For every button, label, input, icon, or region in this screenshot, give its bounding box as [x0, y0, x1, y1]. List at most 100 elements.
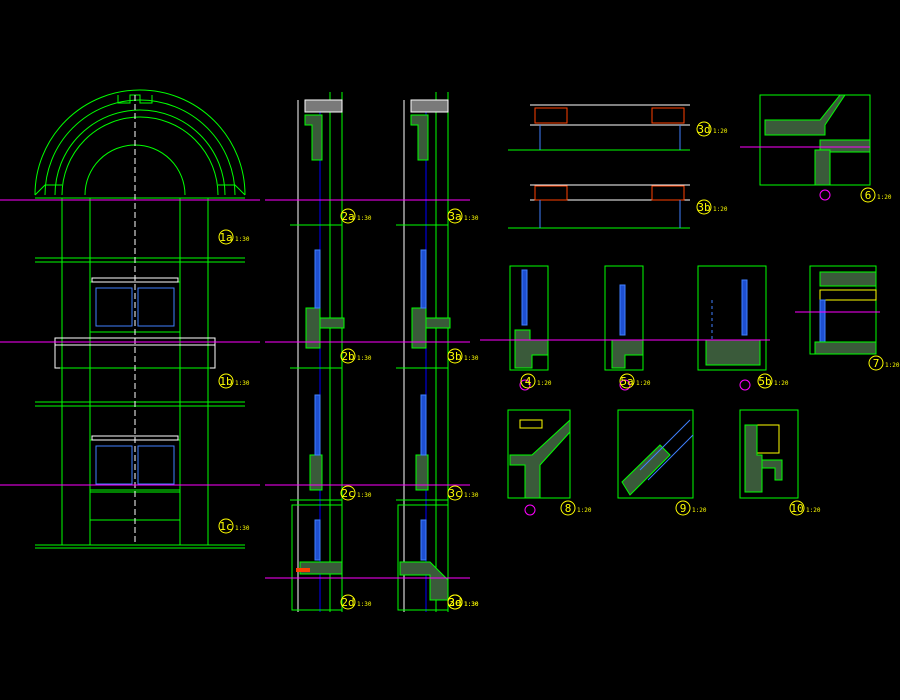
detail-scale: 1:20 — [713, 128, 728, 135]
detail-number: 2e — [448, 596, 461, 609]
detail-number: 8 — [565, 502, 572, 515]
detail-number: 3c — [448, 487, 461, 500]
detail-scale: 1:30 — [464, 601, 479, 608]
detail-number: 3b — [448, 350, 461, 363]
detail-label-circle — [340, 348, 356, 364]
detail-label-circle — [860, 187, 876, 203]
detail-label-circle — [340, 208, 356, 224]
detail-label-circle — [560, 500, 576, 516]
detail-scale: 1:30 — [357, 601, 372, 608]
detail-scale: 1:30 — [464, 215, 479, 222]
detail-label: 4 1:20 — [520, 373, 552, 389]
detail-scale: 1:20 — [877, 194, 892, 201]
detail-label-circle — [757, 373, 773, 389]
detail-number: 6 — [865, 189, 872, 202]
detail-number: 4 — [525, 375, 532, 388]
arch-ring-outer — [34, 89, 246, 196]
detail-label-circle — [447, 348, 463, 364]
facade-elevation — [34, 89, 246, 549]
detail-number: 3b — [697, 201, 710, 214]
detail-label-circle — [868, 355, 884, 371]
detail-number: 1b — [219, 375, 232, 388]
detail-label-circle — [675, 500, 691, 516]
arch-ring-3 — [54, 109, 226, 196]
arch-base-right — [218, 184, 246, 196]
detail-scale: 1:30 — [357, 215, 372, 222]
detail-label-circle — [218, 373, 234, 389]
detail-scale: 1:20 — [537, 380, 552, 387]
detail-number: 1a — [219, 231, 232, 244]
detail-label-circle — [447, 594, 463, 610]
detail-number: 3d — [448, 596, 461, 609]
detail-number: 2a — [341, 210, 354, 223]
detail-label-circle — [619, 373, 635, 389]
window-upper-pane-right — [137, 287, 175, 327]
detail-label: 9 1:20 — [675, 500, 707, 516]
detail-number: 3d — [697, 123, 710, 136]
detail-label-circle — [218, 518, 234, 534]
wall-sections — [290, 92, 451, 612]
detail-number: 2d — [341, 596, 354, 609]
details-8-9-10 — [507, 409, 799, 516]
detail-scale: 1:20 — [577, 507, 592, 514]
detail-scale: 1:20 — [692, 507, 707, 514]
window-lower-pane-left — [95, 445, 133, 485]
window-upper-pane-left — [95, 287, 133, 327]
detail-number: 2b — [341, 350, 354, 363]
detail-scale: 1:20 — [636, 380, 651, 387]
detail-scale: 1:30 — [357, 355, 372, 362]
detail-scale: 1:30 — [464, 601, 479, 608]
detail-scale: 1:30 — [464, 355, 479, 362]
detail-label-circle — [447, 208, 463, 224]
detail-label: 8 1:20 — [560, 500, 592, 516]
detail-6 — [740, 94, 871, 201]
detail-number: 5b — [758, 375, 771, 388]
plan-strips — [508, 104, 690, 229]
detail-label-circle — [218, 229, 234, 245]
window-lower-pane-right — [137, 445, 175, 485]
detail-label-circle — [520, 373, 536, 389]
detail-scale: 1:30 — [235, 525, 250, 532]
detail-label-circle — [340, 485, 356, 501]
detail-scale: 1:30 — [235, 236, 250, 243]
detail-number: 10 — [790, 502, 803, 515]
detail-label-circle — [696, 199, 712, 215]
detail-number: 1c — [219, 520, 232, 533]
arch-ring-4 — [61, 116, 219, 196]
arch-base-left — [34, 184, 62, 196]
detail-scale: 1:20 — [774, 380, 789, 387]
detail-scale: 1:20 — [885, 362, 900, 369]
wall-section-cutlines — [265, 199, 470, 579]
detail-scale: 1:30 — [357, 492, 372, 499]
detail-number: 5a — [620, 375, 633, 388]
facade-cutlines — [0, 199, 260, 486]
detail-label: 6 1:20 — [860, 187, 892, 203]
detail-scale: 1:30 — [235, 380, 250, 387]
detail-scale: 1:20 — [713, 206, 728, 213]
detail-number: 3a — [448, 210, 461, 223]
details-row-cutlines — [480, 311, 880, 341]
detail-label-circle — [696, 121, 712, 137]
detail-scale: 1:20 — [806, 507, 821, 514]
detail-number: 7 — [873, 357, 880, 370]
detail-label: 7 1:20 — [868, 355, 900, 371]
detail-label-circle — [340, 594, 356, 610]
detail-number: 9 — [680, 502, 687, 515]
detail-label-circle — [447, 485, 463, 501]
